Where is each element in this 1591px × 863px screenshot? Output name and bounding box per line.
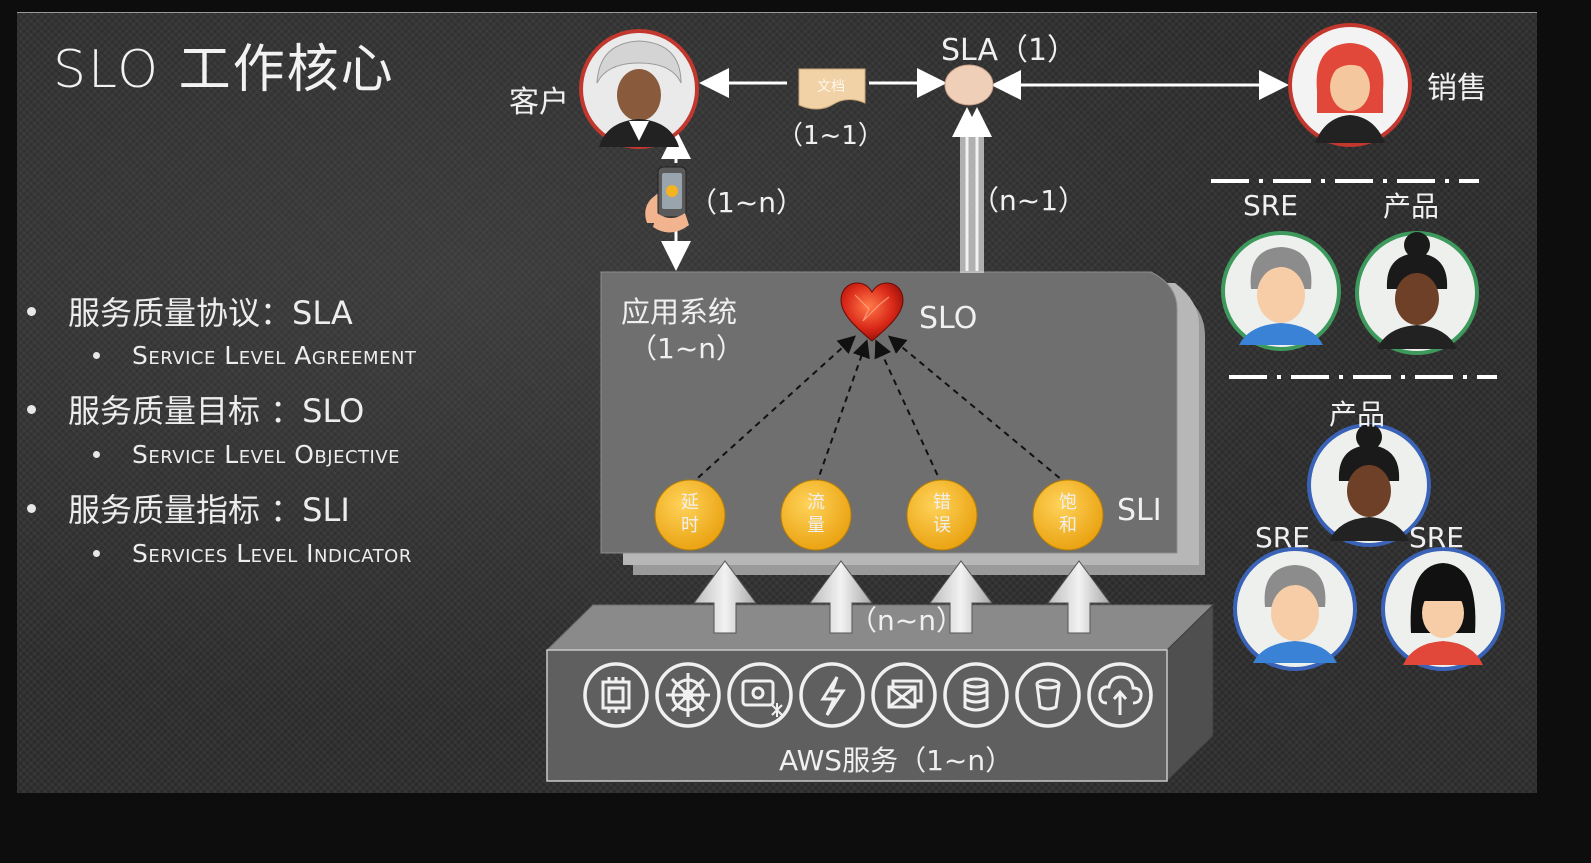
sli-circle-saturation [1032, 479, 1104, 551]
sli-to-slo-dashed-arrows [689, 335, 1069, 486]
sub-bullet-dot [93, 451, 100, 458]
sli-errors-line1: 错 [933, 492, 951, 513]
app-system-label: 应用系统 [621, 295, 738, 329]
bullet-slo: 服务质量目标 ：SLO [27, 386, 364, 432]
snow-device-icon [727, 662, 793, 728]
sales-avatar [1288, 23, 1412, 147]
sre-label-bottom-right: SRE [1409, 521, 1464, 554]
bucket-icon [1015, 662, 1081, 728]
sli-latency-line1: 延 [681, 492, 699, 513]
bullet-dot [27, 503, 36, 513]
sli-circle-errors [906, 479, 978, 551]
slo-heart-icon [840, 282, 904, 342]
sales-label: 销售 [1427, 71, 1487, 106]
service-up-arrows [693, 560, 1111, 634]
document-label: 文档 [817, 79, 845, 95]
doc-ratio-label: （1~1） [777, 121, 884, 151]
slide-title: SLO 工作核心 [53, 40, 395, 100]
service-ratio-label: （n~n） [849, 604, 964, 637]
sub-bullet-slo: Service Level Objective [93, 440, 400, 469]
sli-saturation-line1: 饱 [1059, 492, 1077, 513]
sli-errors-text: 错 误 [933, 491, 951, 537]
sli-saturation-line2: 和 [1059, 515, 1077, 536]
chip-icon [583, 662, 649, 728]
sre-avatar-bottom-left [1233, 547, 1357, 671]
sli-traffic-line2: 量 [807, 515, 825, 536]
cloud-upload-icon [1087, 662, 1153, 728]
app-system-ratio: （1~n） [629, 332, 745, 365]
customer-label: 客户 [509, 85, 569, 120]
product-label-top: 产品 [1383, 190, 1440, 223]
sub-bullet-dot [93, 550, 100, 557]
sla-label: SLA（1） [941, 33, 1078, 68]
sub-bullet-sla: Service Level Agreement [93, 341, 416, 370]
sub-bullet-text: Service Level Objective [132, 440, 401, 469]
bullet-sla: 服务质量协议：SLA [27, 288, 353, 334]
sre-avatar-top [1221, 231, 1341, 351]
customer-sla-arrows [699, 68, 1289, 100]
sli-latency-line2: 时 [681, 515, 699, 536]
sli-latency-text: 延 时 [681, 491, 699, 537]
product-label-middle: 产品 [1329, 398, 1386, 431]
lambda-bolt-icon [799, 662, 865, 728]
sli-saturation-text: 饱 和 [1059, 491, 1077, 537]
sli-circle-latency [654, 479, 726, 551]
sub-bullet-text: Services Level Indicator [132, 539, 412, 568]
sli-traffic-line1: 流 [807, 492, 825, 513]
sla-up-ratio-label: （n~1） [971, 184, 1087, 217]
bullet-dot [27, 306, 36, 316]
bullet-text: 服务质量协议：SLA [68, 294, 353, 332]
customer-avatar [579, 29, 699, 149]
bullet-text: 服务质量目标 ：SLO [68, 392, 365, 430]
phone-hand-icon [645, 166, 689, 233]
diagram-canvas [545, 23, 1505, 783]
product-avatar-middle [1307, 423, 1431, 547]
sub-bullet-dot [93, 352, 100, 359]
sli-traffic-text: 流 量 [807, 491, 825, 537]
slide: SLO 工作核心 服务质量协议：SLA Service Level Agreem… [17, 12, 1537, 793]
bullet-dot [27, 404, 36, 414]
product-avatar-top [1355, 231, 1479, 355]
sre-label-top: SRE [1243, 189, 1298, 222]
aws-services-label: AWS服务（1~n） [779, 744, 1014, 777]
app-to-sla-arrow [952, 107, 992, 273]
image-stack-icon [871, 662, 937, 728]
aws-services-box [545, 603, 1215, 783]
sre-avatar-bottom-right [1381, 547, 1505, 671]
bullet-sli: 服务质量指标 ：SLI [27, 485, 350, 531]
sub-bullet-sli: Services Level Indicator [93, 539, 412, 568]
sli-circle-traffic [780, 479, 852, 551]
sli-label: SLI [1117, 493, 1162, 528]
sub-bullet-text: Service Level Agreement [132, 341, 417, 370]
database-icon [943, 662, 1009, 728]
sli-errors-line2: 误 [933, 515, 951, 536]
document-icon [798, 68, 866, 110]
sla-node [944, 64, 994, 106]
bullet-text: 服务质量指标 ：SLI [68, 491, 350, 529]
phone-ratio-label: （1~n） [689, 186, 805, 219]
sre-label-bottom-left: SRE [1255, 521, 1310, 554]
helm-wheel-icon [655, 662, 721, 728]
slo-label: SLO [919, 301, 978, 336]
